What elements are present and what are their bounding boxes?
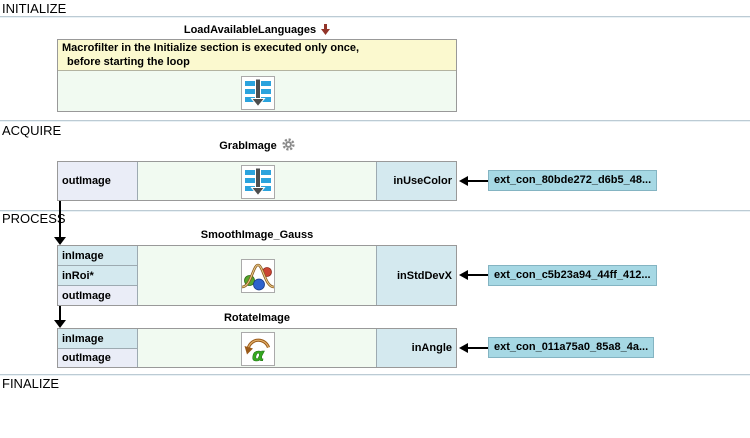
macrofilter-icon[interactable] xyxy=(241,76,275,110)
comment-box[interactable]: Macrofilter in the Initialize section is… xyxy=(58,40,456,71)
port-in-roi[interactable]: inRoi* xyxy=(58,266,137,286)
port-column: outImage xyxy=(58,162,138,200)
port-column: inImage inRoi* outImage xyxy=(58,246,138,305)
connection-line[interactable] xyxy=(466,347,488,349)
connection-line[interactable] xyxy=(466,274,488,276)
block-title-text: GrabImage xyxy=(219,140,277,152)
section-divider xyxy=(0,374,750,376)
block-title-load-available-languages[interactable]: LoadAvailableLanguages xyxy=(57,24,457,36)
port-in-std-dev-x[interactable]: inStdDevX xyxy=(376,246,456,305)
port-in-use-color[interactable]: inUseColor xyxy=(376,162,456,200)
connection-arrowhead xyxy=(459,176,468,186)
rotate-icon: α xyxy=(241,332,275,366)
comment-line-2: before starting the loop xyxy=(67,56,190,68)
port-out-image[interactable]: outImage xyxy=(58,286,137,305)
filter-block-rotate-image[interactable]: inImage outImage inAngle α xyxy=(57,328,457,368)
connection-line[interactable] xyxy=(59,201,61,238)
gauss-icon xyxy=(241,259,275,293)
external-connection-label[interactable]: ext_con_011a75a0_85a8_4a... xyxy=(488,337,655,358)
port-out-image[interactable]: outImage xyxy=(58,349,137,367)
port-in-image[interactable]: inImage xyxy=(58,329,137,349)
connection-line[interactable] xyxy=(466,180,488,182)
section-divider xyxy=(0,120,750,122)
section-label-acquire: ACQUIRE xyxy=(2,123,62,138)
block-title-grab-image[interactable]: GrabImage xyxy=(57,138,457,152)
port-in-angle[interactable]: inAngle xyxy=(376,329,456,367)
block-title-text: SmoothImage_Gauss xyxy=(200,229,314,241)
comment-line-1: Macrofilter in the Initialize section is… xyxy=(62,42,360,54)
block-title-text: RotateImage xyxy=(223,312,291,324)
section-label-initialize: INITIALIZE xyxy=(2,1,67,16)
external-connection-label[interactable]: ext_con_c5b23a94_44ff_412... xyxy=(488,265,657,286)
block-title-smooth-image-gauss[interactable]: SmoothImage_Gauss xyxy=(57,229,457,241)
port-column: inImage outImage xyxy=(58,329,138,367)
section-divider xyxy=(0,16,750,18)
connection-arrowhead xyxy=(459,343,468,353)
port-in-image[interactable]: inImage xyxy=(58,246,137,266)
external-connection-label[interactable]: ext_con_80bde272_d6b5_48... xyxy=(488,170,658,191)
filter-block-smooth-image-gauss[interactable]: inImage inRoi* outImage inStdDevX xyxy=(57,245,457,306)
connection-line[interactable] xyxy=(59,306,61,321)
section-divider xyxy=(0,210,750,212)
section-label-finalize: FINALIZE xyxy=(2,376,60,391)
block-title-text: LoadAvailableLanguages xyxy=(183,24,317,36)
connection-arrowhead xyxy=(54,320,66,328)
macrofilter-block-load-available-languages[interactable]: Macrofilter in the Initialize section is… xyxy=(57,39,457,112)
instance-arrow-icon xyxy=(321,24,331,35)
section-label-process: PROCESS xyxy=(2,211,66,226)
port-out-image[interactable]: outImage xyxy=(58,162,137,200)
svg-text:α: α xyxy=(252,345,265,365)
connection-arrowhead xyxy=(459,270,468,280)
block-title-rotate-image[interactable]: RotateImage xyxy=(57,312,457,324)
connection-arrowhead xyxy=(54,237,66,245)
macrofilter-icon[interactable] xyxy=(241,165,275,199)
filter-block-grab-image[interactable]: outImage inUseColor xyxy=(57,161,457,201)
gear-icon[interactable] xyxy=(282,138,295,151)
